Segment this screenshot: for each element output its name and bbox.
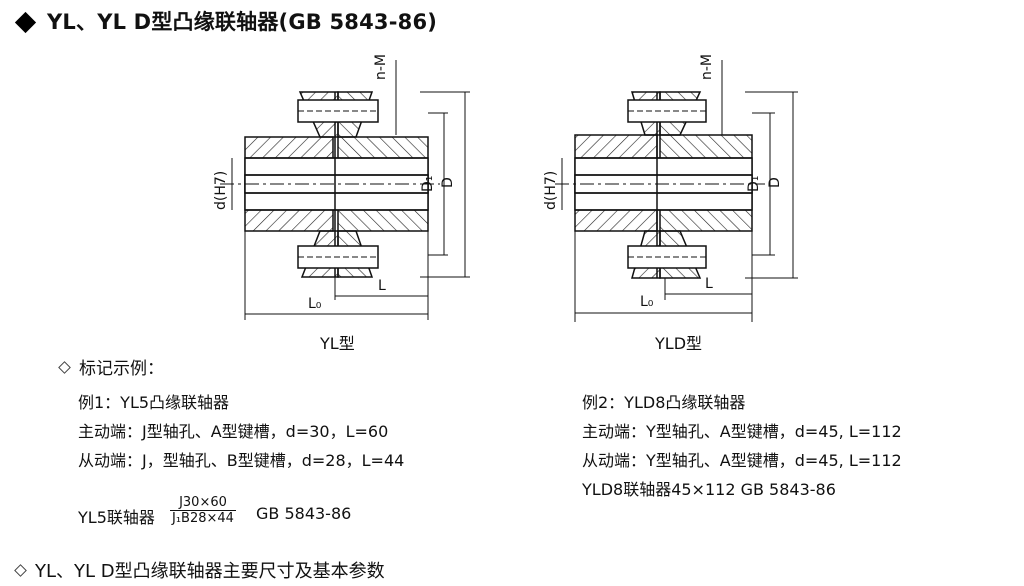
hollow-diamond-icon <box>58 361 71 374</box>
ex1-formula-fraction: J30×60 J₁B28×44 <box>170 495 236 526</box>
formula-denominator: J₁B28×44 <box>172 511 234 526</box>
yld-label-d1: D₁ <box>746 176 762 192</box>
yl-label-d: d(H7) <box>213 171 229 210</box>
section2-heading: YL、YL D型凸缘联轴器主要尺寸及基本参数 <box>12 557 385 583</box>
ex1-line1: 主动端：J型轴孔、A型键槽，d=30，L=60 <box>78 422 389 441</box>
yl-label-D: D <box>440 177 456 188</box>
page-title: YL、YL D型凸缘联轴器(GB 5843-86) <box>12 6 437 36</box>
ex1-formula-std: GB 5843-86 <box>256 504 352 523</box>
marking-heading: 标记示例： <box>56 354 164 379</box>
yl-label-nm: n-M <box>373 54 389 80</box>
yld-label-D: D <box>767 177 783 188</box>
formula-numerator: J30×60 <box>170 495 236 511</box>
ex2-line3: YLD8联轴器45×112 GB 5843-86 <box>582 480 836 499</box>
yld-label-d: d(H7) <box>543 171 559 210</box>
yld-caption: YLD型 <box>655 334 703 353</box>
ex1-formula-prefix: YL5联轴器 <box>78 508 155 527</box>
ex1-title: 例1：YL5凸缘联轴器 <box>78 393 230 412</box>
yld-drawing <box>555 60 798 322</box>
yld-label-L0: L₀ <box>640 294 654 310</box>
yld-label-L: L <box>705 276 713 292</box>
ex2-line1: 主动端：Y型轴孔、A型键槽，d=45, L=112 <box>582 422 902 441</box>
ex1-line2: 从动端：J，型轴孔、B型键槽，d=28，L=44 <box>78 451 405 470</box>
ex2-title: 例2：YLD8凸缘联轴器 <box>582 393 746 412</box>
yl-caption: YL型 <box>320 334 355 353</box>
coupling-drawing: n-M D D₁ d(H7) L₀ L <box>213 54 798 322</box>
yld-label-nm: n-M <box>699 54 715 80</box>
hollow-diamond-icon <box>14 564 27 577</box>
yl-label-L0: L₀ <box>308 296 322 312</box>
yl-label-d1: D₁ <box>420 176 436 192</box>
yl-drawing <box>220 60 470 320</box>
yl-label-L: L <box>378 278 386 294</box>
ex2-line2: 从动端：Y型轴孔、A型键槽，d=45, L=112 <box>582 451 902 470</box>
